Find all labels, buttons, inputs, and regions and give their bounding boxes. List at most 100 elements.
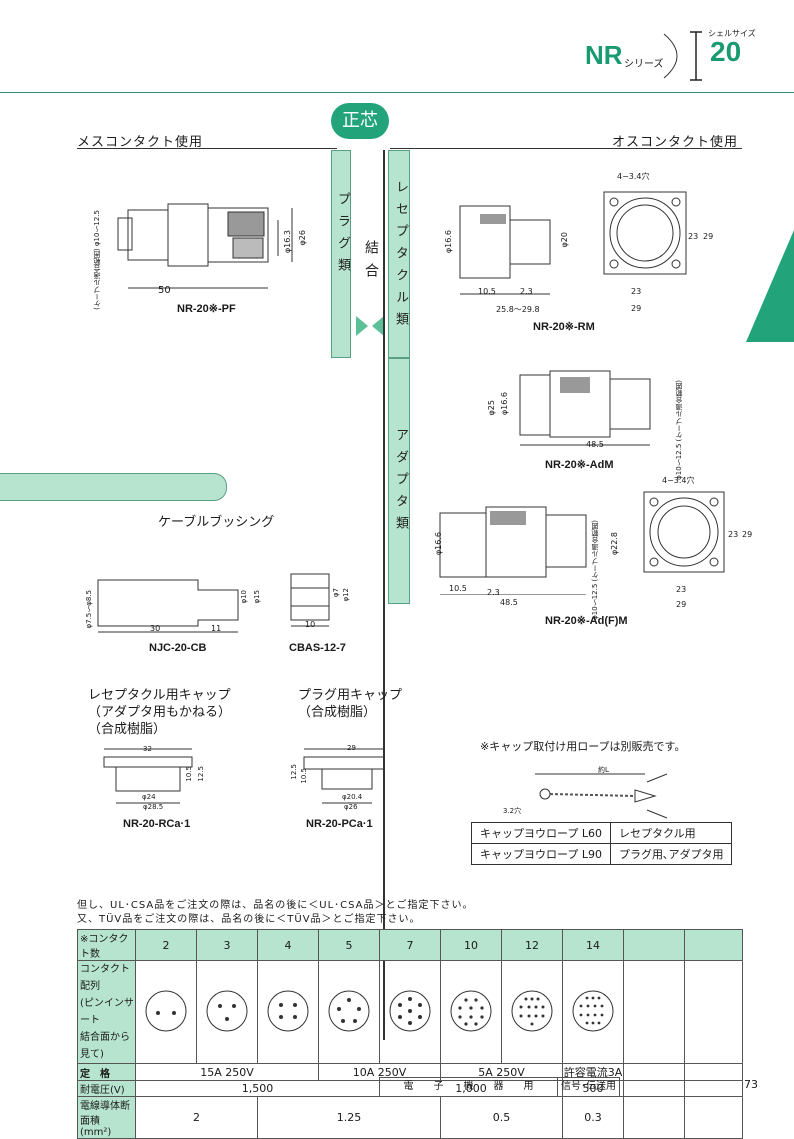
table-row: 耐電圧(V) 1,500 1,000 500 [77,1080,743,1097]
receptacle-rm-drawing [459,205,551,295]
cap-plug-title: プラグ用キャップ （合成樹脂） [298,688,403,720]
receptacle-bar [388,150,410,358]
rca-105-dim: 10.5 [185,766,193,782]
cb-d3-dim: φ15 [253,590,261,604]
footer-signal: 信号･伝送用 [557,1077,620,1097]
coupling-label: 結合 [363,240,379,286]
pca-125-dim: 12.5 [290,764,298,780]
cap-rca-drawing [103,748,193,804]
pf-length-dim: 50 [158,285,171,296]
bushing-title: ケーブルブッシング [158,515,275,530]
rca-32-dim: 32 [143,745,152,753]
adfm-sq-23-v: 23 [728,530,739,539]
rm-sq-23: 23 [631,287,642,296]
cb-d1-dim: φ7.5～φ8.5 [85,590,93,629]
cbas-d2-dim: φ12 [342,588,350,602]
layout-10-icon [450,990,492,1031]
corner-tab [746,230,794,342]
section-female: メスコンタクト使用 [77,135,204,150]
arrow-left-icon [372,316,384,336]
footer-electronics: 電 子 機 器 用 [379,1077,558,1097]
adm-len-dim: 48.5 [586,440,604,449]
adm-d2-dim: φ16.6 [500,392,509,416]
rm-hole-dim: 4−3.4穴 [617,172,650,181]
pca-105-dim: 10.5 [300,768,308,784]
shell-size-number: 20 [710,36,742,67]
adfm-sq-29: 29 [676,600,687,609]
cb-11-dim: 11 [211,624,222,633]
layout-5-icon [328,990,370,1031]
rm-c-dim: 25.8～29.8 [496,305,540,314]
rca-d24-dim: φ24 [142,793,156,801]
table-row: 定 格 15A 250V 10A 250V 5A 250V 許容電流3A [77,1063,743,1081]
center-rule [383,150,385,1040]
rm-d-dim: φ16.6 [444,230,453,254]
adfm-len-dim: 48.5 [500,598,518,607]
pf-d2-dim: φ26 [298,230,307,246]
adapter-adm-drawing [519,370,651,446]
adfm-d2-dim: φ22.8 [610,532,619,556]
section-rule-left [77,148,337,149]
rm-sq-29-v: 29 [703,232,714,241]
plug-label: プラグ類 [335,192,350,280]
part-njc-cb: NJC-20-CB [149,642,207,654]
part-rm: NR-20※-RM [533,321,595,333]
part-plug-pf: NR-20※-PF [177,303,236,315]
part-rca: NR-20-RCa·1 [123,818,191,830]
flange-square-rm [603,191,687,275]
plug-bar [331,150,351,358]
layout-14-icon [572,990,614,1031]
spec-table: ※コンタクト数 2 3 4 5 7 10 12 14 コンタクト配列 (ピンイン… [77,929,743,1139]
adfm-d-dim: φ16.6 [434,532,443,556]
layout-12-icon [511,990,553,1031]
adm-cable-dim: φ10～12.5 (ケーブル適合範囲) [675,380,683,480]
rca-125-dim: 12.5 [197,766,205,782]
table-row: 電線導体断面積 (mm²) 2 1.25 0.5 0.3 [77,1096,743,1139]
adfm-cable-dim: φ10～12.5 (ケーブル適合範囲) [591,520,599,620]
pf-d1-dim: φ16.3 [283,230,292,254]
rope-length-dim: 約L [598,766,609,774]
part-adfm: NR-20※-Ad(F)M [545,615,628,627]
adfm-hole-dim: 4−3.4穴 [662,476,695,485]
table-row: コンタクト配列 (ピンインサート 結合面から見て) [77,960,743,1064]
flange-square-adfm [643,491,725,573]
cb-d2-dim: φ10 [240,590,248,604]
adapter-adfm-drawing [439,506,587,595]
arrow-right-icon [356,316,368,336]
cap-receptacle-title: レセプタクル用キャップ （アダプタ用もかねる） （合成樹脂） [88,688,232,737]
table-row: ※コンタクト数 2 3 4 5 7 10 12 14 [77,929,743,961]
rm-b-dim: 2.3 [520,287,533,296]
pca-d204-dim: φ20.4 [342,793,363,801]
rm-a-dim: 10.5 [478,287,496,296]
side-tab [0,473,227,501]
cbas-10-dim: 10 [305,620,316,629]
part-pca: NR-20-PCa·1 [306,818,373,830]
plug-pf-drawing [117,203,293,289]
adfm-sq-23: 23 [676,585,687,594]
layout-4-icon [267,990,309,1031]
layout-2-icon [145,990,187,1031]
seikaku-badge: 正芯 [331,103,389,139]
series-code: NR [585,40,623,70]
adfm-a-dim: 10.5 [449,584,467,593]
pca-d26-dim: φ26 [344,803,358,811]
note-ul-csa: 但し、UL･CSA品をご注文の際は、品名の後に＜UL･CSA品＞とご指定下さい。 [77,900,474,911]
adm-d1-dim: φ25 [487,400,496,416]
adapter-label: アダプタ類 [393,428,408,538]
section-rule-right [390,148,742,149]
cb-30-dim: 30 [150,624,161,633]
header-rule [0,92,794,93]
rope-hole-dim: 3.2穴 [503,807,522,815]
pca-29-dim: 29 [347,744,356,752]
adfm-b-dim: 2.3 [487,588,500,597]
rm-sq-29: 29 [631,304,642,313]
rm-sq-23-v: 23 [688,232,699,241]
adapter-bar [388,358,410,604]
adfm-sq-29-v: 29 [742,530,753,539]
section-male: オスコンタクト使用 [612,135,739,150]
part-adm: NR-20※-AdM [545,459,614,471]
rope-note: ※キャップ取付け用ロープは別販売です。 [480,740,686,753]
rm-e-dim: φ20 [560,232,569,248]
